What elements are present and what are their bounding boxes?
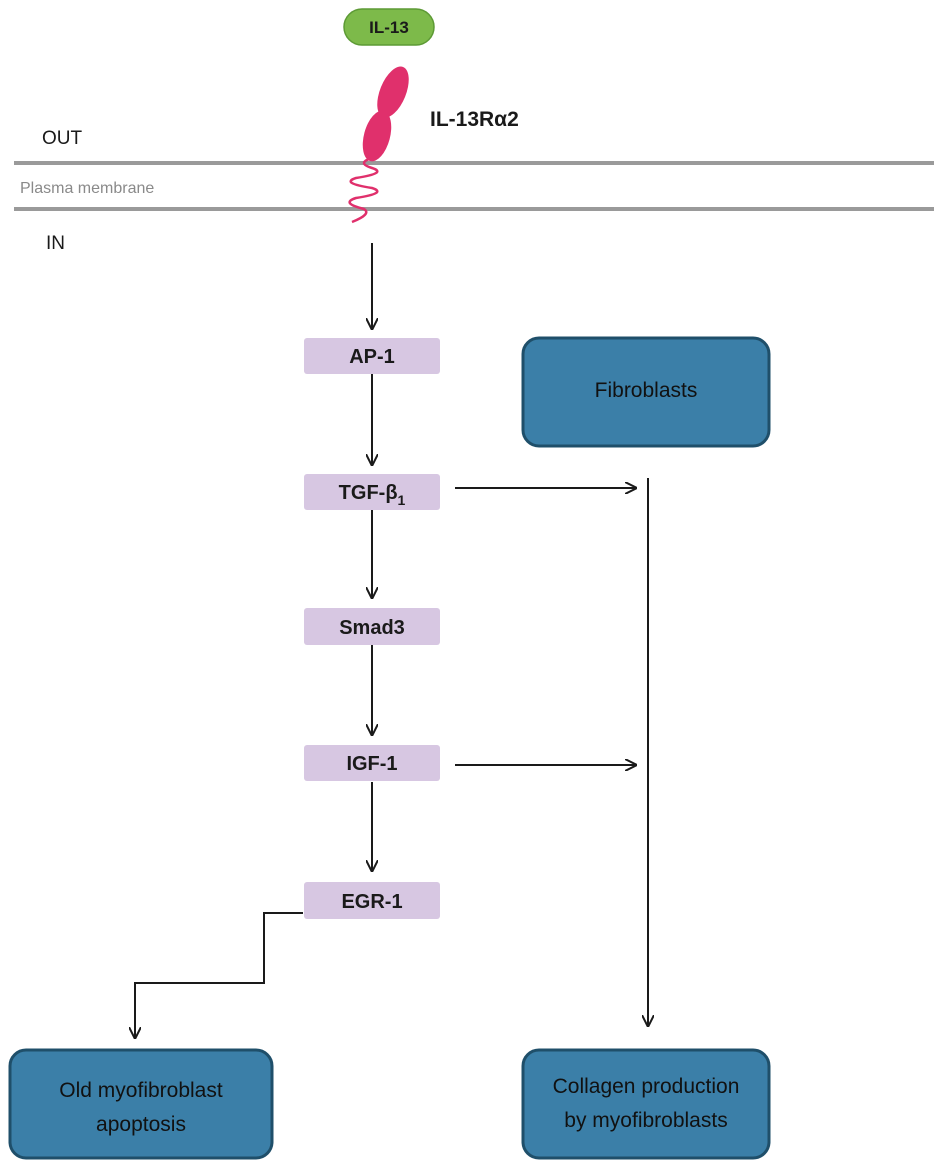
label-out: OUT: [42, 128, 83, 149]
node-smad3: [304, 608, 440, 645]
box-apoptosis-line1: Old myofibroblast: [59, 1079, 223, 1102]
box-collagen-line1: Collagen production: [553, 1075, 740, 1098]
node-ap1-label: AP-1: [349, 346, 395, 368]
il13-ligand: [343, 8, 435, 46]
node-egr1-label: EGR-1: [341, 891, 402, 913]
il13-ligand-label: IL-13: [369, 18, 409, 37]
node-smad3-label: Smad3: [339, 617, 405, 639]
box-fibroblasts-label: Fibroblasts: [595, 379, 698, 402]
il13ra2-receptor: [348, 66, 409, 224]
receptor-transmembrane-helix: [348, 156, 379, 224]
box-old-myofibroblast-apoptosis: [8, 1048, 274, 1160]
node-tgf-beta1-label: TGF-β1: [339, 482, 406, 508]
receptor-domain-upper: [377, 66, 409, 118]
box-collagen-production: [521, 1048, 771, 1160]
label-in: IN: [46, 233, 65, 254]
node-tgf-beta1: [304, 474, 440, 510]
box-apoptosis-line2: apoptosis: [96, 1113, 186, 1136]
arrow-egr1-to-apoptosis: [135, 912, 303, 1038]
receptor-domain-lower: [362, 110, 392, 162]
node-igf1: [304, 745, 440, 781]
node-egr1: [304, 882, 440, 919]
box-fibroblasts: [521, 336, 771, 448]
node-igf1-label: IGF-1: [346, 753, 397, 775]
label-plasma-membrane: Plasma membrane: [20, 180, 154, 197]
box-collagen-line2: by myofibroblasts: [564, 1109, 727, 1132]
node-ap1: [304, 338, 440, 374]
receptor-label: IL-13Rα2: [430, 108, 519, 131]
node-tgf-beta1-subscript: 1: [398, 492, 406, 508]
